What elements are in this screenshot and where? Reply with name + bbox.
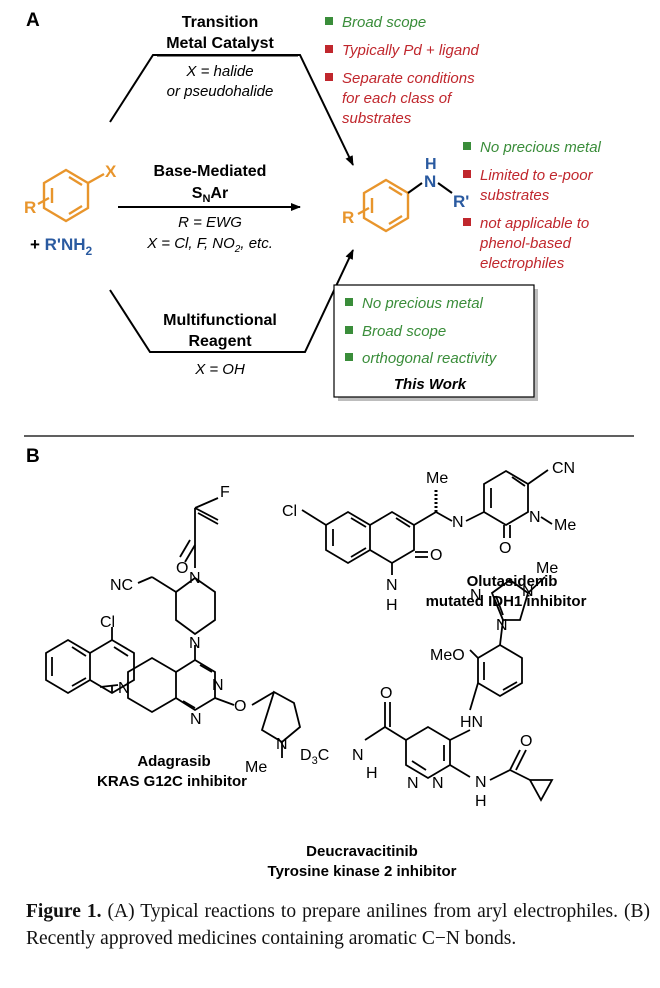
deucravacitinib-desc: Tyrosine kinase 2 inhibitor xyxy=(268,863,457,880)
product-r: R xyxy=(342,208,354,227)
figure-artwork: A X R + R'NH2 Transition Metal Catalyst … xyxy=(24,10,634,880)
ada-n-pyrr: N xyxy=(276,736,288,753)
ada-cl: Cl xyxy=(100,614,115,631)
ada-n-pyr-1: N xyxy=(212,677,224,694)
this-work-item-3: orthogonal reactivity xyxy=(362,350,498,367)
ada-f: F xyxy=(220,484,230,501)
panel-b-label: B xyxy=(26,446,40,467)
deu-h-amide: H xyxy=(366,765,378,782)
bullet-green xyxy=(345,326,353,334)
deu-meo: MeO xyxy=(430,647,465,664)
this-work-box: No precious metal Broad scope orthogonal… xyxy=(333,284,538,401)
olu-n-ring: N xyxy=(529,509,541,526)
ada-n-pyr-2: N xyxy=(190,711,202,728)
route-mid-title-1: Base-Mediated xyxy=(154,163,267,180)
deu-n-amide-2: N xyxy=(475,774,487,791)
ada-n-pip-2: N xyxy=(189,635,201,652)
route-top-cond-2: or pseudohalide xyxy=(167,83,274,100)
ada-nc: NC xyxy=(110,577,133,594)
ada-me: Me xyxy=(245,759,267,776)
deu-o-amide-2: O xyxy=(520,733,532,750)
top-note-2: Typically Pd + ligand xyxy=(342,42,480,59)
panel-a-label: A xyxy=(26,10,40,31)
deu-n-pdz-1: N xyxy=(407,775,419,792)
reactant-r: R xyxy=(24,198,36,217)
olu-o-quin: O xyxy=(430,547,442,564)
adagrasib-structure xyxy=(45,497,302,758)
bullet-red xyxy=(325,73,333,81)
this-work-label: This Work xyxy=(394,376,467,393)
this-work-item-2: Broad scope xyxy=(362,323,446,340)
olu-me: Me xyxy=(426,470,448,487)
olutasidenib-structure xyxy=(301,469,553,575)
route-bottom-title-2: Reagent xyxy=(188,333,252,350)
adagrasib-desc: KRAS G12C inhibitor xyxy=(97,773,247,790)
adagrasib-name: Adagrasib xyxy=(137,753,210,770)
ada-n-pip-1: N xyxy=(189,570,201,587)
olu-h: H xyxy=(386,597,398,614)
olutasidenib-desc: mutated IDH1 inhibitor xyxy=(426,593,587,610)
deucravacitinib-name: Deucravacitinib xyxy=(306,843,418,860)
deu-h-amide-2: H xyxy=(475,793,487,810)
bullet-red xyxy=(325,45,333,53)
this-work-item-1: No precious metal xyxy=(362,295,484,312)
olu-cn: CN xyxy=(552,460,575,477)
deu-n-pdz-2: N xyxy=(432,775,444,792)
deu-o-amide: O xyxy=(380,685,392,702)
olu-n-amine: N xyxy=(452,514,464,531)
deu-n-amide: N xyxy=(352,747,364,764)
top-notes: Broad scope Typically Pd + ligand Separa… xyxy=(325,14,480,127)
route-mid-cond-2: X = Cl, F, NO2, etc. xyxy=(146,235,273,255)
reactant-aryl xyxy=(37,168,105,223)
olu-me-n: Me xyxy=(554,517,576,534)
snar-note-6: electrophiles xyxy=(480,255,565,272)
snar-note-1: No precious metal xyxy=(480,139,602,156)
olu-cl: Cl xyxy=(282,503,297,520)
figure-caption-text: (A) Typical reactions to prepare aniline… xyxy=(26,901,650,949)
snar-note-3: substrates xyxy=(480,187,550,204)
snar-note-5: phenol-based xyxy=(479,235,572,252)
figure-caption: Figure 1. (A) Typical reactions to prepa… xyxy=(26,898,650,952)
top-note-1: Broad scope xyxy=(342,14,426,31)
deu-n-tri-3: N xyxy=(496,617,508,634)
product-rprime: R' xyxy=(453,192,469,211)
bullet-green xyxy=(325,17,333,25)
top-note-4: for each class of xyxy=(342,90,453,107)
figure-caption-label: Figure 1. xyxy=(26,901,102,922)
route-bottom-title-1: Multifunctional xyxy=(163,312,277,329)
top-note-5: substrates xyxy=(342,110,412,127)
deu-hn: HN xyxy=(460,714,483,731)
product-aniline: R N H R' xyxy=(342,156,469,233)
product-n: N xyxy=(424,172,436,191)
route-mid-title-2: SNAr xyxy=(192,185,228,205)
olu-n-h: N xyxy=(386,577,398,594)
deu-me: Me xyxy=(536,560,558,577)
ada-o-ether: O xyxy=(234,698,246,715)
bullet-green xyxy=(345,298,353,306)
route-top-title-1: Transition xyxy=(182,14,258,31)
product-h: H xyxy=(425,156,437,173)
ada-n-ring: N xyxy=(118,680,130,697)
olu-o-ring: O xyxy=(499,540,511,557)
bullet-red xyxy=(463,170,471,178)
route-top-title-2: Metal Catalyst xyxy=(166,35,274,52)
bullet-red xyxy=(463,218,471,226)
snar-note-4: not applicable to xyxy=(480,215,589,232)
route-mid-cond-1: R = EWG xyxy=(178,214,242,231)
bullet-green xyxy=(345,353,353,361)
deu-n-tri-2: N xyxy=(522,583,534,600)
bullet-green xyxy=(463,142,471,150)
ada-o: O xyxy=(176,560,188,577)
snar-note-2: Limited to e-poor xyxy=(480,167,594,184)
deucravacitinib-structure xyxy=(364,576,554,802)
deu-d3c: D3C xyxy=(300,747,329,767)
reactant-amine: + R'NH2 xyxy=(30,235,93,258)
deu-n-tri-1: N xyxy=(470,587,482,604)
top-note-3: Separate conditions xyxy=(342,70,475,87)
route-top-cond-1: X = halide xyxy=(185,63,253,80)
snar-notes: No precious metal Limited to e-poor subs… xyxy=(463,139,602,272)
route-lines xyxy=(109,54,354,353)
reactant-x: X xyxy=(105,162,117,181)
route-bottom-cond-1: X = OH xyxy=(194,361,245,378)
